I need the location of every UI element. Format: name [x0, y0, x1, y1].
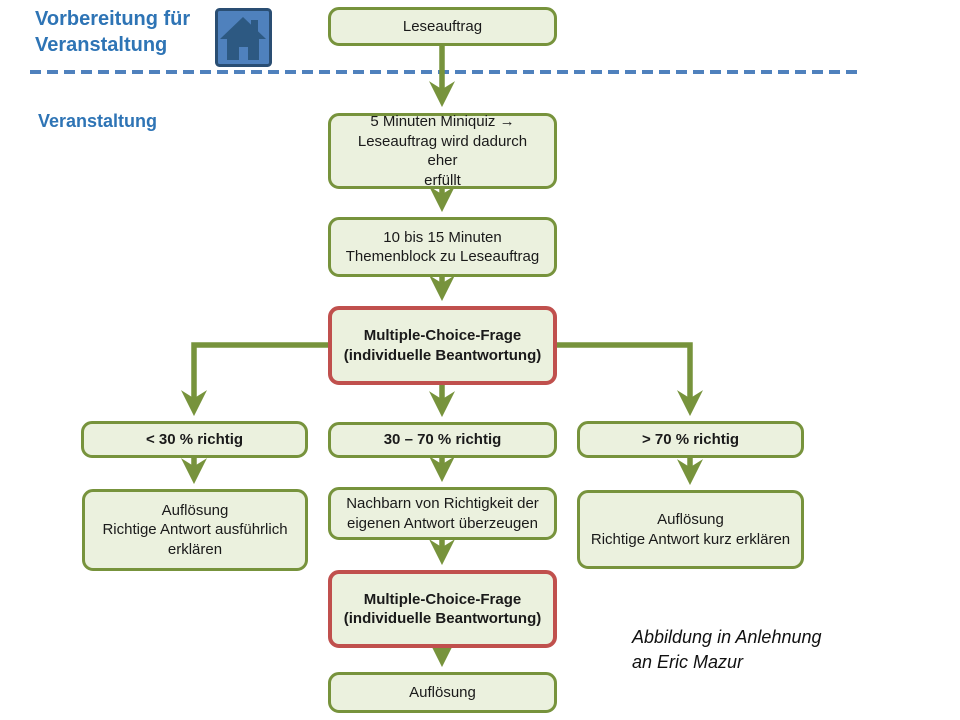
- node-themenblock: 10 bis 15 Minuten Themenblock zu Leseauf…: [328, 217, 557, 277]
- node-miniquiz: 5 Minuten Miniquiz → Leseauftrag wird da…: [328, 113, 557, 189]
- section-title-preparation-line2: Veranstaltung: [35, 34, 168, 56]
- node-nachbarn-ueberzeugen: Nachbarn von Richtigkeit der eigenen Ant…: [328, 487, 557, 540]
- connector-mcfrage1-gt70: [557, 342, 703, 417]
- section-title-preparation: Vorbereitung für Veranstaltung: [35, 6, 190, 58]
- attribution-caption: Abbildung in Anlehnung an Eric Mazur: [632, 627, 822, 672]
- node-leseauftrag: Leseauftrag: [328, 7, 557, 46]
- node-aufloesung-ausfuehrlich: Auflösung Richtige Antwort ausführlich e…: [82, 489, 308, 571]
- node-aufloesung-kurz: Auflösung Richtige Antwort kurz erklären: [577, 490, 804, 569]
- node-aufloesung-final: Auflösung: [328, 672, 557, 713]
- home-icon[interactable]: [215, 8, 272, 67]
- node-30-70-richtig: 30 – 70 % richtig: [328, 422, 557, 458]
- node-mc-frage-2: Multiple-Choice-Frage (individuelle Bean…: [328, 570, 557, 648]
- node-gt70-richtig: > 70 % richtig: [577, 421, 804, 458]
- connector-mcfrage1-lt30: [181, 342, 328, 417]
- section-title-preparation-line1: Vorbereitung für: [35, 8, 191, 30]
- section-title-event: Veranstaltung: [38, 111, 158, 131]
- node-lt30-richtig: < 30 % richtig: [81, 421, 308, 458]
- home-icon-graphic: [215, 8, 272, 67]
- node-mc-frage-1: Multiple-Choice-Frage (individuelle Bean…: [328, 306, 557, 385]
